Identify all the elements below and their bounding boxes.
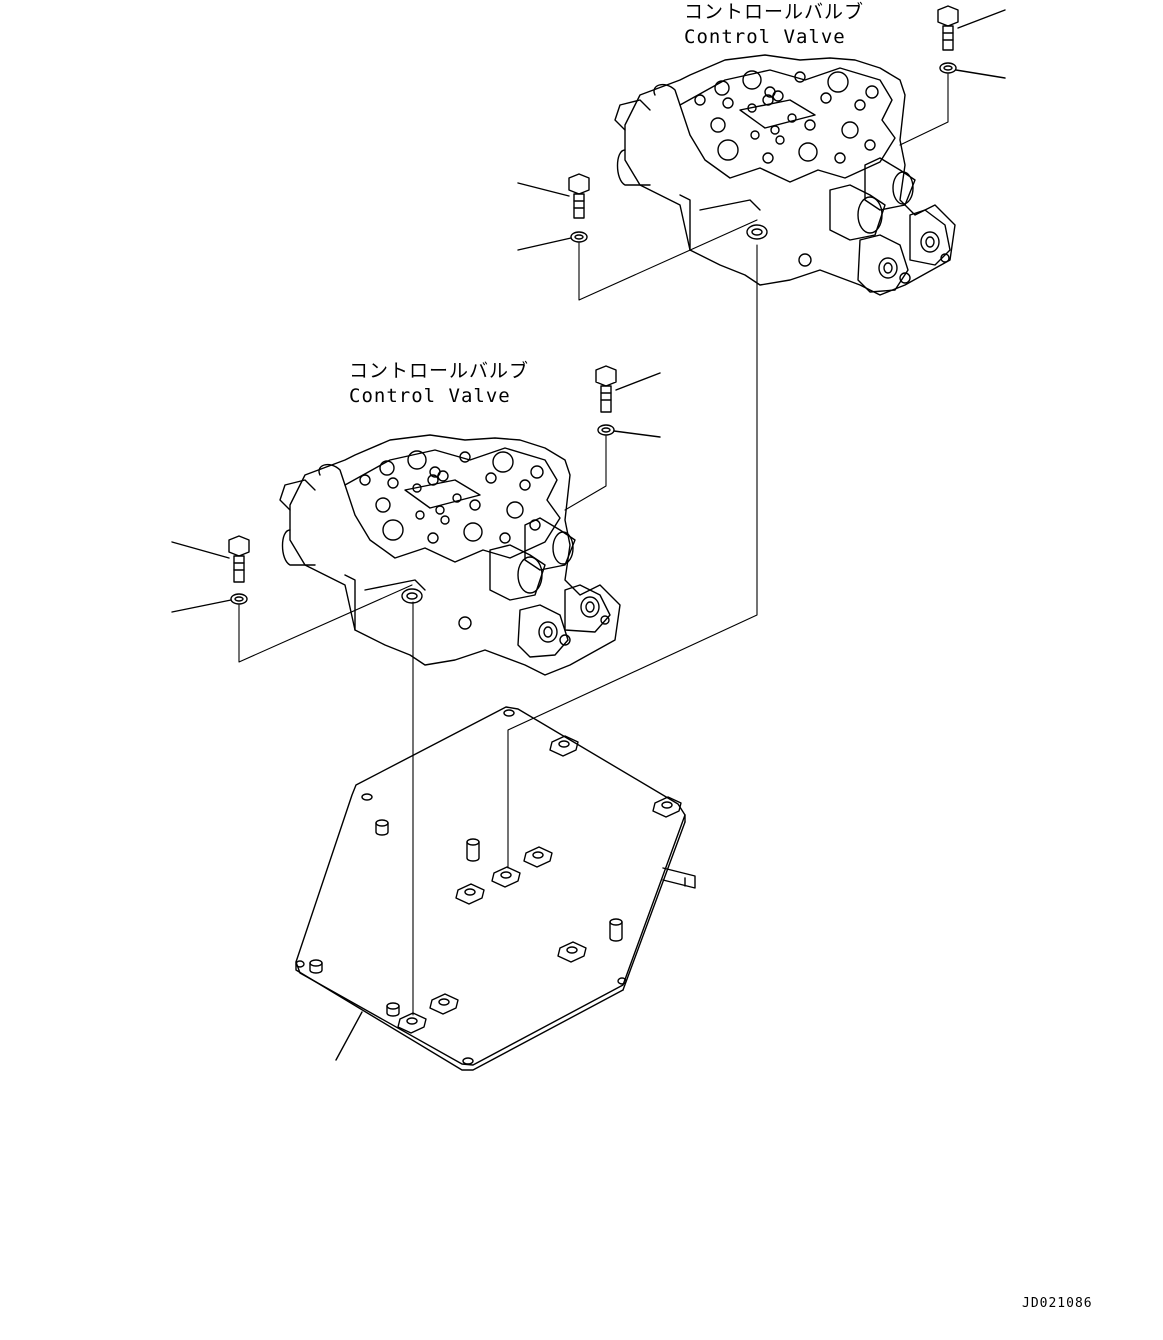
- bolt-lower-left: [228, 535, 250, 583]
- valve-label-lower-en: Control Valve: [349, 385, 511, 407]
- leader-lines: [171, 9, 1006, 1061]
- valve-label-upper-jp: コントロールバルブ: [684, 1, 865, 23]
- valve-label-upper-en: Control Valve: [684, 26, 846, 48]
- bolt-upper-right: [937, 5, 959, 51]
- mounting-plate: [295, 706, 696, 1071]
- bolt-lower-right: [595, 365, 617, 413]
- assembly-lines: [238, 73, 949, 1016]
- washer-upper-left: [570, 231, 588, 243]
- lower-control-valve: [279, 434, 621, 676]
- washer-lower-left: [230, 593, 248, 605]
- valve-label-lower-jp: コントロールバルブ: [349, 360, 530, 382]
- bolt-upper-left: [568, 173, 590, 219]
- drawing-code: JD021086: [1022, 1296, 1093, 1311]
- upper-control-valve: [614, 54, 956, 296]
- washer-upper-right: [939, 62, 957, 74]
- washer-lower-right: [597, 424, 615, 436]
